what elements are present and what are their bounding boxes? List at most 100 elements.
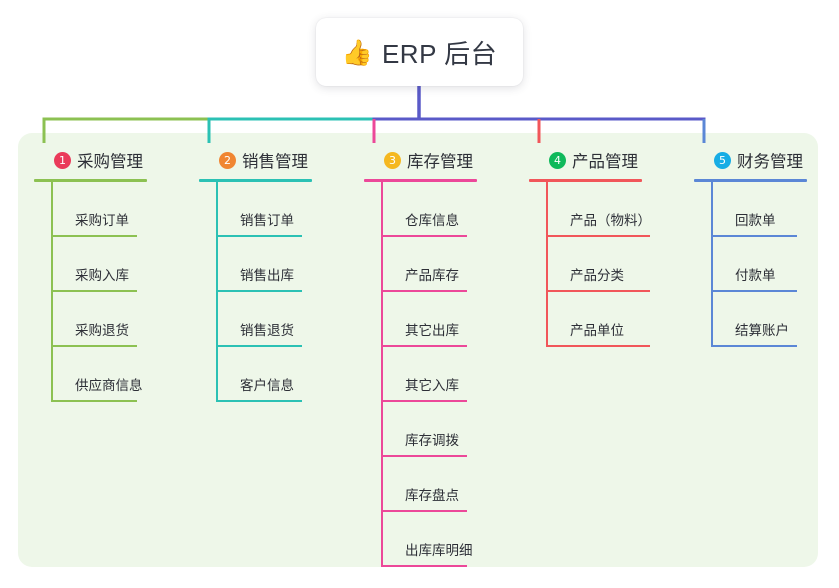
leaf-rule bbox=[711, 290, 797, 292]
branch-leaf-list: 产品（物料） 产品分类产品单位 bbox=[529, 182, 651, 347]
leaf-label: 产品单位 bbox=[570, 323, 624, 338]
branch-header-1[interactable]: 1 采购管理 bbox=[34, 146, 147, 174]
branch-number-badge: 1 bbox=[54, 151, 71, 169]
branch-header-rule bbox=[694, 179, 807, 182]
leaf-label: 采购退货 bbox=[75, 323, 129, 338]
leaf-node[interactable]: 供应商信息 bbox=[51, 347, 147, 402]
branches-panel bbox=[18, 133, 818, 567]
leaf-rule bbox=[546, 290, 650, 292]
leaf-rule bbox=[546, 345, 650, 347]
leaf-rule bbox=[381, 565, 467, 567]
branch-number-badge: 3 bbox=[384, 151, 401, 169]
leaf-label: 出库库明细 bbox=[405, 543, 473, 558]
leaf-rule bbox=[51, 400, 137, 402]
leaf-node[interactable]: 付款单 bbox=[711, 237, 807, 292]
branch-column-2: 2 销售管理销售订单销售出库销售退货客户信息 bbox=[199, 146, 312, 402]
leaf-label: 付款单 bbox=[735, 268, 776, 283]
leaf-node[interactable]: 结算账户 bbox=[711, 292, 807, 347]
branch-leaf-list: 销售订单销售出库销售退货客户信息 bbox=[199, 182, 312, 402]
leaf-node[interactable]: 产品（物料） bbox=[546, 182, 651, 237]
leaf-node[interactable]: 库存盘点 bbox=[381, 457, 477, 512]
leaf-label: 其它出库 bbox=[405, 323, 459, 338]
branch-spine bbox=[546, 182, 548, 347]
leaf-node[interactable]: 销售退货 bbox=[216, 292, 312, 347]
leaf-label: 供应商信息 bbox=[75, 378, 143, 393]
branch-header-rule bbox=[529, 179, 642, 182]
branch-column-4: 4 产品管理产品（物料） 产品分类产品单位 bbox=[529, 146, 651, 347]
leaf-rule bbox=[711, 235, 797, 237]
leaf-node[interactable]: 其它出库 bbox=[381, 292, 477, 347]
leaf-label: 销售订单 bbox=[240, 213, 294, 228]
leaf-rule bbox=[51, 235, 137, 237]
leaf-rule bbox=[381, 290, 467, 292]
leaf-node[interactable]: 库存调拨 bbox=[381, 402, 477, 457]
leaf-label: 回款单 bbox=[735, 213, 776, 228]
branch-column-3: 3 库存管理仓库信息产品库存其它出库其它入库库存调拨库存盘点出库库明细 bbox=[364, 146, 477, 567]
leaf-rule bbox=[381, 400, 467, 402]
branch-header-3[interactable]: 3 库存管理 bbox=[364, 146, 477, 174]
branch-header-rule bbox=[34, 179, 147, 182]
leaf-label: 采购订单 bbox=[75, 213, 129, 228]
leaf-rule bbox=[216, 400, 302, 402]
leaf-label: 客户信息 bbox=[240, 378, 294, 393]
branch-title: 产品管理 bbox=[572, 153, 638, 171]
branch-number-badge: 2 bbox=[219, 151, 236, 169]
branch-number-badge: 4 bbox=[549, 151, 566, 169]
leaf-rule bbox=[381, 510, 467, 512]
leaf-node[interactable]: 采购入库 bbox=[51, 237, 147, 292]
branch-title: 财务管理 bbox=[737, 153, 803, 171]
leaf-node[interactable]: 回款单 bbox=[711, 182, 807, 237]
leaf-label: 结算账户 bbox=[735, 323, 789, 338]
branch-spine bbox=[711, 182, 713, 347]
leaf-label: 仓库信息 bbox=[405, 213, 459, 228]
leaf-label: 产品分类 bbox=[570, 268, 624, 283]
leaf-rule bbox=[546, 235, 650, 237]
leaf-label: 销售出库 bbox=[240, 268, 294, 283]
leaf-node[interactable]: 其它入库 bbox=[381, 347, 477, 402]
leaf-node[interactable]: 客户信息 bbox=[216, 347, 312, 402]
leaf-node[interactable]: 出库库明细 bbox=[381, 512, 477, 567]
branch-leaf-list: 回款单付款单结算账户 bbox=[694, 182, 807, 347]
branch-header-rule bbox=[199, 179, 312, 182]
branch-spine bbox=[381, 182, 383, 567]
leaf-label: 库存盘点 bbox=[405, 488, 459, 503]
root-title: ERP 后台 bbox=[381, 38, 498, 69]
branch-leaf-list: 仓库信息产品库存其它出库其它入库库存调拨库存盘点出库库明细 bbox=[364, 182, 477, 567]
leaf-rule bbox=[381, 235, 467, 237]
root-node[interactable]: 👍 ERP 后台 bbox=[316, 18, 523, 86]
leaf-node[interactable]: 销售订单 bbox=[216, 182, 312, 237]
branch-header-rule bbox=[364, 179, 477, 182]
leaf-label: 库存调拨 bbox=[405, 433, 459, 448]
branch-spine bbox=[51, 182, 53, 402]
leaf-rule bbox=[216, 345, 302, 347]
leaf-rule bbox=[216, 290, 302, 292]
branch-leaf-list: 采购订单采购入库采购退货供应商信息 bbox=[34, 182, 147, 402]
leaf-rule bbox=[711, 345, 797, 347]
branch-spine bbox=[216, 182, 218, 402]
branch-title: 销售管理 bbox=[242, 153, 308, 171]
branch-column-1: 1 采购管理采购订单采购入库采购退货供应商信息 bbox=[34, 146, 147, 402]
branch-header-4[interactable]: 4 产品管理 bbox=[529, 146, 642, 174]
leaf-node[interactable]: 采购订单 bbox=[51, 182, 147, 237]
branch-number-badge: 5 bbox=[714, 151, 731, 169]
leaf-label: 产品（物料） bbox=[570, 213, 651, 228]
branch-title: 库存管理 bbox=[407, 153, 473, 171]
branch-column-5: 5 财务管理回款单付款单结算账户 bbox=[694, 146, 807, 347]
leaf-node[interactable]: 产品单位 bbox=[546, 292, 650, 347]
leaf-node[interactable]: 销售出库 bbox=[216, 237, 312, 292]
leaf-label: 销售退货 bbox=[240, 323, 294, 338]
branch-header-5[interactable]: 5 财务管理 bbox=[694, 146, 807, 174]
leaf-rule bbox=[51, 290, 137, 292]
leaf-node[interactable]: 采购退货 bbox=[51, 292, 147, 347]
leaf-rule bbox=[216, 235, 302, 237]
leaf-node[interactable]: 产品库存 bbox=[381, 237, 477, 292]
leaf-label: 采购入库 bbox=[75, 268, 129, 283]
leaf-node[interactable]: 仓库信息 bbox=[381, 182, 477, 237]
leaf-rule bbox=[51, 345, 137, 347]
leaf-node[interactable]: 产品分类 bbox=[546, 237, 650, 292]
leaf-label: 产品库存 bbox=[405, 268, 459, 283]
leaf-rule bbox=[381, 345, 467, 347]
branch-header-2[interactable]: 2 销售管理 bbox=[199, 146, 312, 174]
branch-title: 采购管理 bbox=[77, 153, 143, 171]
